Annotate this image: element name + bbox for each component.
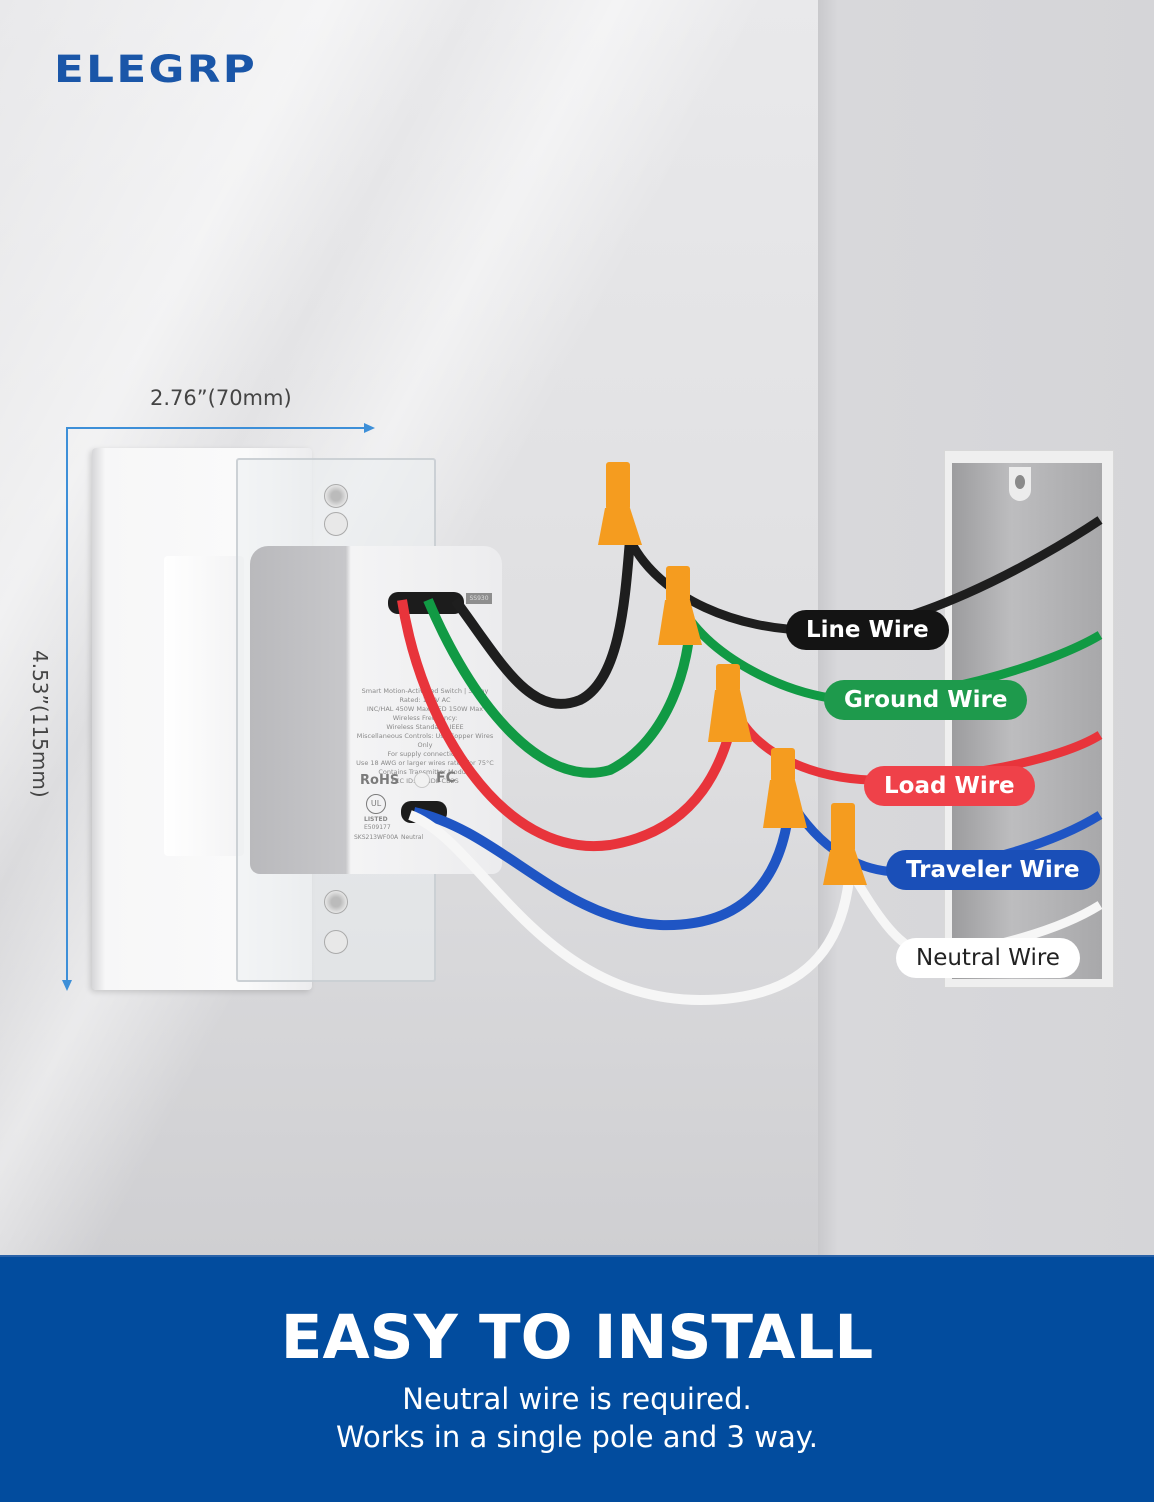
spec-line: Use 18 AWG or larger wires rated for 75°… <box>356 759 494 767</box>
model-badge: SS930 <box>466 593 492 604</box>
load-wire-switch <box>397 599 740 852</box>
bottom-banner <box>0 1255 1154 1502</box>
led-indicator-icon <box>414 772 430 788</box>
electrical-box <box>944 450 1114 988</box>
spec-line: For supply connections <box>387 750 463 758</box>
neutral-wire-label: Neutral Wire <box>896 938 1080 978</box>
neutral-port-label: Neutral <box>401 834 424 841</box>
spec-line: Wireless Frequency: <box>392 714 458 722</box>
banner-title: EASY TO INSTALL <box>280 1302 874 1373</box>
product-scene: ELEGRP 2.76”(70mm) 4.53”(115mm) SS930 Sm… <box>0 0 1154 1255</box>
brand-logo: ELEGRP <box>54 48 258 91</box>
ground-wire-label: Ground Wire <box>824 680 1028 720</box>
neutral-wire-switch <box>408 810 855 1006</box>
load-wire-label: Load Wire <box>864 766 1035 806</box>
width-arrowhead-icon <box>364 423 375 433</box>
spec-line: INC/HAL 450W Max. LED 150W Max <box>366 705 484 713</box>
box-mounting-tab <box>1009 467 1031 501</box>
banner-subtitle-line-1: Neutral wire is required. <box>402 1382 752 1416</box>
bottom-mount-hole-icon <box>324 930 348 954</box>
wall-plate-opening <box>164 556 244 856</box>
rohs-mark: RoHS <box>360 773 400 788</box>
banner-subtitle-line-2: Works in a single pole and 3 way. <box>336 1420 818 1454</box>
height-dimension-arrow <box>66 427 68 982</box>
ground-wire-switch <box>423 598 695 778</box>
ul-mark-icon: UL <box>366 794 386 814</box>
top-mount-hole-icon <box>324 512 348 536</box>
line-wire-switch <box>450 539 635 709</box>
traveler-wire-label: Traveler Wire <box>886 850 1100 890</box>
traveler-wire-switch <box>412 799 795 931</box>
fcc-mark-icon: FC <box>436 770 456 786</box>
ul-number-text: E509177 <box>364 824 391 831</box>
wiring-diagram <box>397 462 1103 1006</box>
width-dimension-arrow <box>66 427 366 429</box>
part-number-text: SKS213WF00A <box>354 834 399 841</box>
electrical-box-interior <box>952 463 1102 979</box>
bottom-screw-icon <box>324 890 348 914</box>
top-screw-icon <box>324 484 348 508</box>
height-dimension-label: 4.53”(115mm) <box>28 650 52 798</box>
spec-line: Miscellaneous Controls: Use Copper Wires… <box>356 732 494 749</box>
wire-nut-icon <box>598 462 867 885</box>
ul-listed-text: LISTED <box>364 816 388 823</box>
height-arrowhead-icon <box>62 980 72 991</box>
width-dimension-label: 2.76”(70mm) <box>150 386 292 410</box>
spec-line: Wireless Standard: IEEE <box>386 723 464 731</box>
line-wire-label: Line Wire <box>786 610 949 650</box>
